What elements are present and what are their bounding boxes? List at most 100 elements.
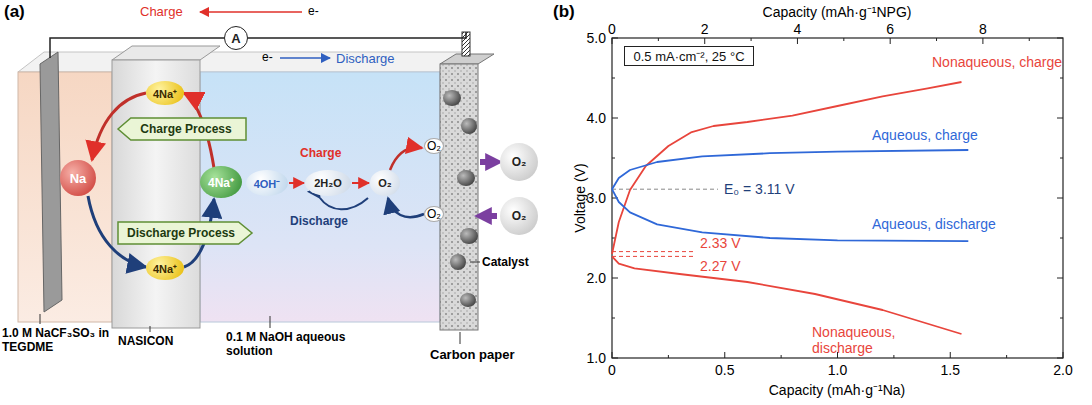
- label-text: e-: [308, 4, 319, 18]
- tick: [1057, 118, 1063, 119]
- label-text: 5.0: [587, 30, 606, 46]
- label-text: O₂: [424, 206, 444, 222]
- label-text: 4.0: [587, 110, 606, 126]
- tick: [704, 38, 705, 44]
- tick: [1060, 318, 1063, 319]
- reference-line: [612, 256, 694, 257]
- arrow-outline: [118, 118, 246, 140]
- process-arrow: Discharge Process: [118, 222, 252, 244]
- label-text: NASICON: [118, 334, 173, 348]
- label-text: 1.0: [828, 362, 847, 378]
- tick: [1060, 238, 1063, 239]
- label-text: Carbon paper: [430, 347, 515, 362]
- label-text: 2.27 V: [700, 258, 740, 274]
- tick: [612, 158, 615, 159]
- sodium-atom: Na: [60, 160, 96, 196]
- reference-line: [612, 251, 694, 252]
- label-text: (b): [553, 2, 575, 22]
- data-curve: [612, 256, 962, 334]
- reference-line: [612, 189, 718, 190]
- label-text: Charge: [140, 4, 183, 19]
- label-text: 0: [608, 362, 616, 378]
- tick: [724, 352, 725, 358]
- molecule-bubble: 2H₂O: [305, 170, 351, 196]
- reaction-arrow: [289, 182, 304, 184]
- label-text: e-: [262, 50, 273, 64]
- label-text: 1.0: [587, 350, 606, 366]
- label-text: E₀ = 3.11 V: [724, 181, 795, 197]
- node-text: 0.5 mA·cm⁻², 25 °C: [633, 47, 744, 65]
- label-text: Nonaqueous, discharge: [812, 324, 908, 356]
- node-text: O₂: [378, 177, 391, 189]
- node-text: Charge Process: [140, 122, 231, 136]
- label-text: 4: [794, 21, 802, 37]
- tick: [612, 118, 618, 119]
- label-text: 0: [608, 21, 616, 37]
- oxygen-sphere: O₂: [500, 143, 538, 181]
- tick: [612, 38, 618, 39]
- label-text: 0.5: [715, 362, 734, 378]
- node-text: 4Na⁺: [153, 261, 177, 276]
- oxygen-sphere: O₂: [500, 197, 538, 235]
- tick: [781, 355, 782, 358]
- label-text: 1.5: [941, 362, 960, 378]
- label-text: 8: [979, 21, 987, 37]
- label-text: Discharge: [336, 51, 395, 66]
- label-text: 0.1 M NaOH aqueous solution: [226, 330, 346, 358]
- label-text: O₂: [424, 138, 444, 154]
- node-text: 4OH⁻: [254, 176, 281, 191]
- process-arrow: Charge Process: [118, 118, 246, 140]
- label-text: 2.0: [587, 270, 606, 286]
- node-text: Na: [70, 171, 87, 186]
- plot-frame: [612, 38, 1063, 358]
- label-text: Aqueous, discharge: [872, 216, 996, 232]
- tick: [843, 38, 844, 41]
- tick: [1006, 355, 1007, 358]
- tick: [1057, 38, 1063, 39]
- label-text: Voltage (V): [572, 163, 588, 232]
- label-text: Capacity (mAh·g⁻¹Na): [769, 380, 905, 399]
- ion-bubble: 4Na⁺: [146, 81, 184, 105]
- tick: [893, 355, 894, 358]
- tick: [890, 38, 891, 44]
- tick: [1057, 358, 1063, 359]
- tick: [797, 38, 798, 44]
- label-text: 3.0: [587, 190, 606, 206]
- ion-bubble: 4OH⁻: [246, 170, 288, 196]
- ion-bubble: 4Na⁺: [200, 166, 242, 198]
- tick: [1057, 198, 1063, 199]
- tick: [612, 278, 618, 279]
- tick: [1063, 352, 1064, 358]
- tick: [612, 78, 615, 79]
- ion-bubble: 4Na⁺: [146, 256, 184, 280]
- label-text: Nonaqueous, charge: [932, 54, 1062, 70]
- tick: [1060, 78, 1063, 79]
- tick: [612, 352, 613, 358]
- tick: [936, 38, 937, 41]
- label-text: Catalyst: [482, 255, 529, 269]
- label-text: Aqueous, charge: [872, 127, 978, 143]
- node-text: 2H₂O: [314, 177, 342, 189]
- tick: [982, 38, 983, 44]
- condition-box: 0.5 mA·cm⁻², 25 °C: [624, 46, 754, 66]
- label-text: 6: [886, 21, 894, 37]
- node-text: Discharge Process: [127, 226, 235, 240]
- node-text: O₂: [512, 209, 527, 223]
- tick: [668, 355, 669, 358]
- label-text: Discharge: [290, 214, 348, 228]
- node-text: 4Na⁺: [208, 174, 234, 191]
- molecule-bubble: O₂: [370, 170, 400, 196]
- tick: [612, 358, 618, 359]
- ammeter-symbol: A: [224, 26, 248, 50]
- tick: [751, 38, 752, 41]
- label-text: 2.33 V: [700, 235, 740, 251]
- label-text: Charge: [300, 146, 341, 160]
- tick: [950, 352, 951, 358]
- node-text: O₂: [512, 155, 527, 169]
- node-text: A: [231, 31, 240, 46]
- label-text: 1.0 M NaCF₃SO₃ in TEGDME: [2, 326, 112, 354]
- tick: [612, 38, 613, 44]
- reaction-arrow: [352, 182, 369, 184]
- tick: [1029, 38, 1030, 41]
- arrow-outline: [118, 222, 252, 244]
